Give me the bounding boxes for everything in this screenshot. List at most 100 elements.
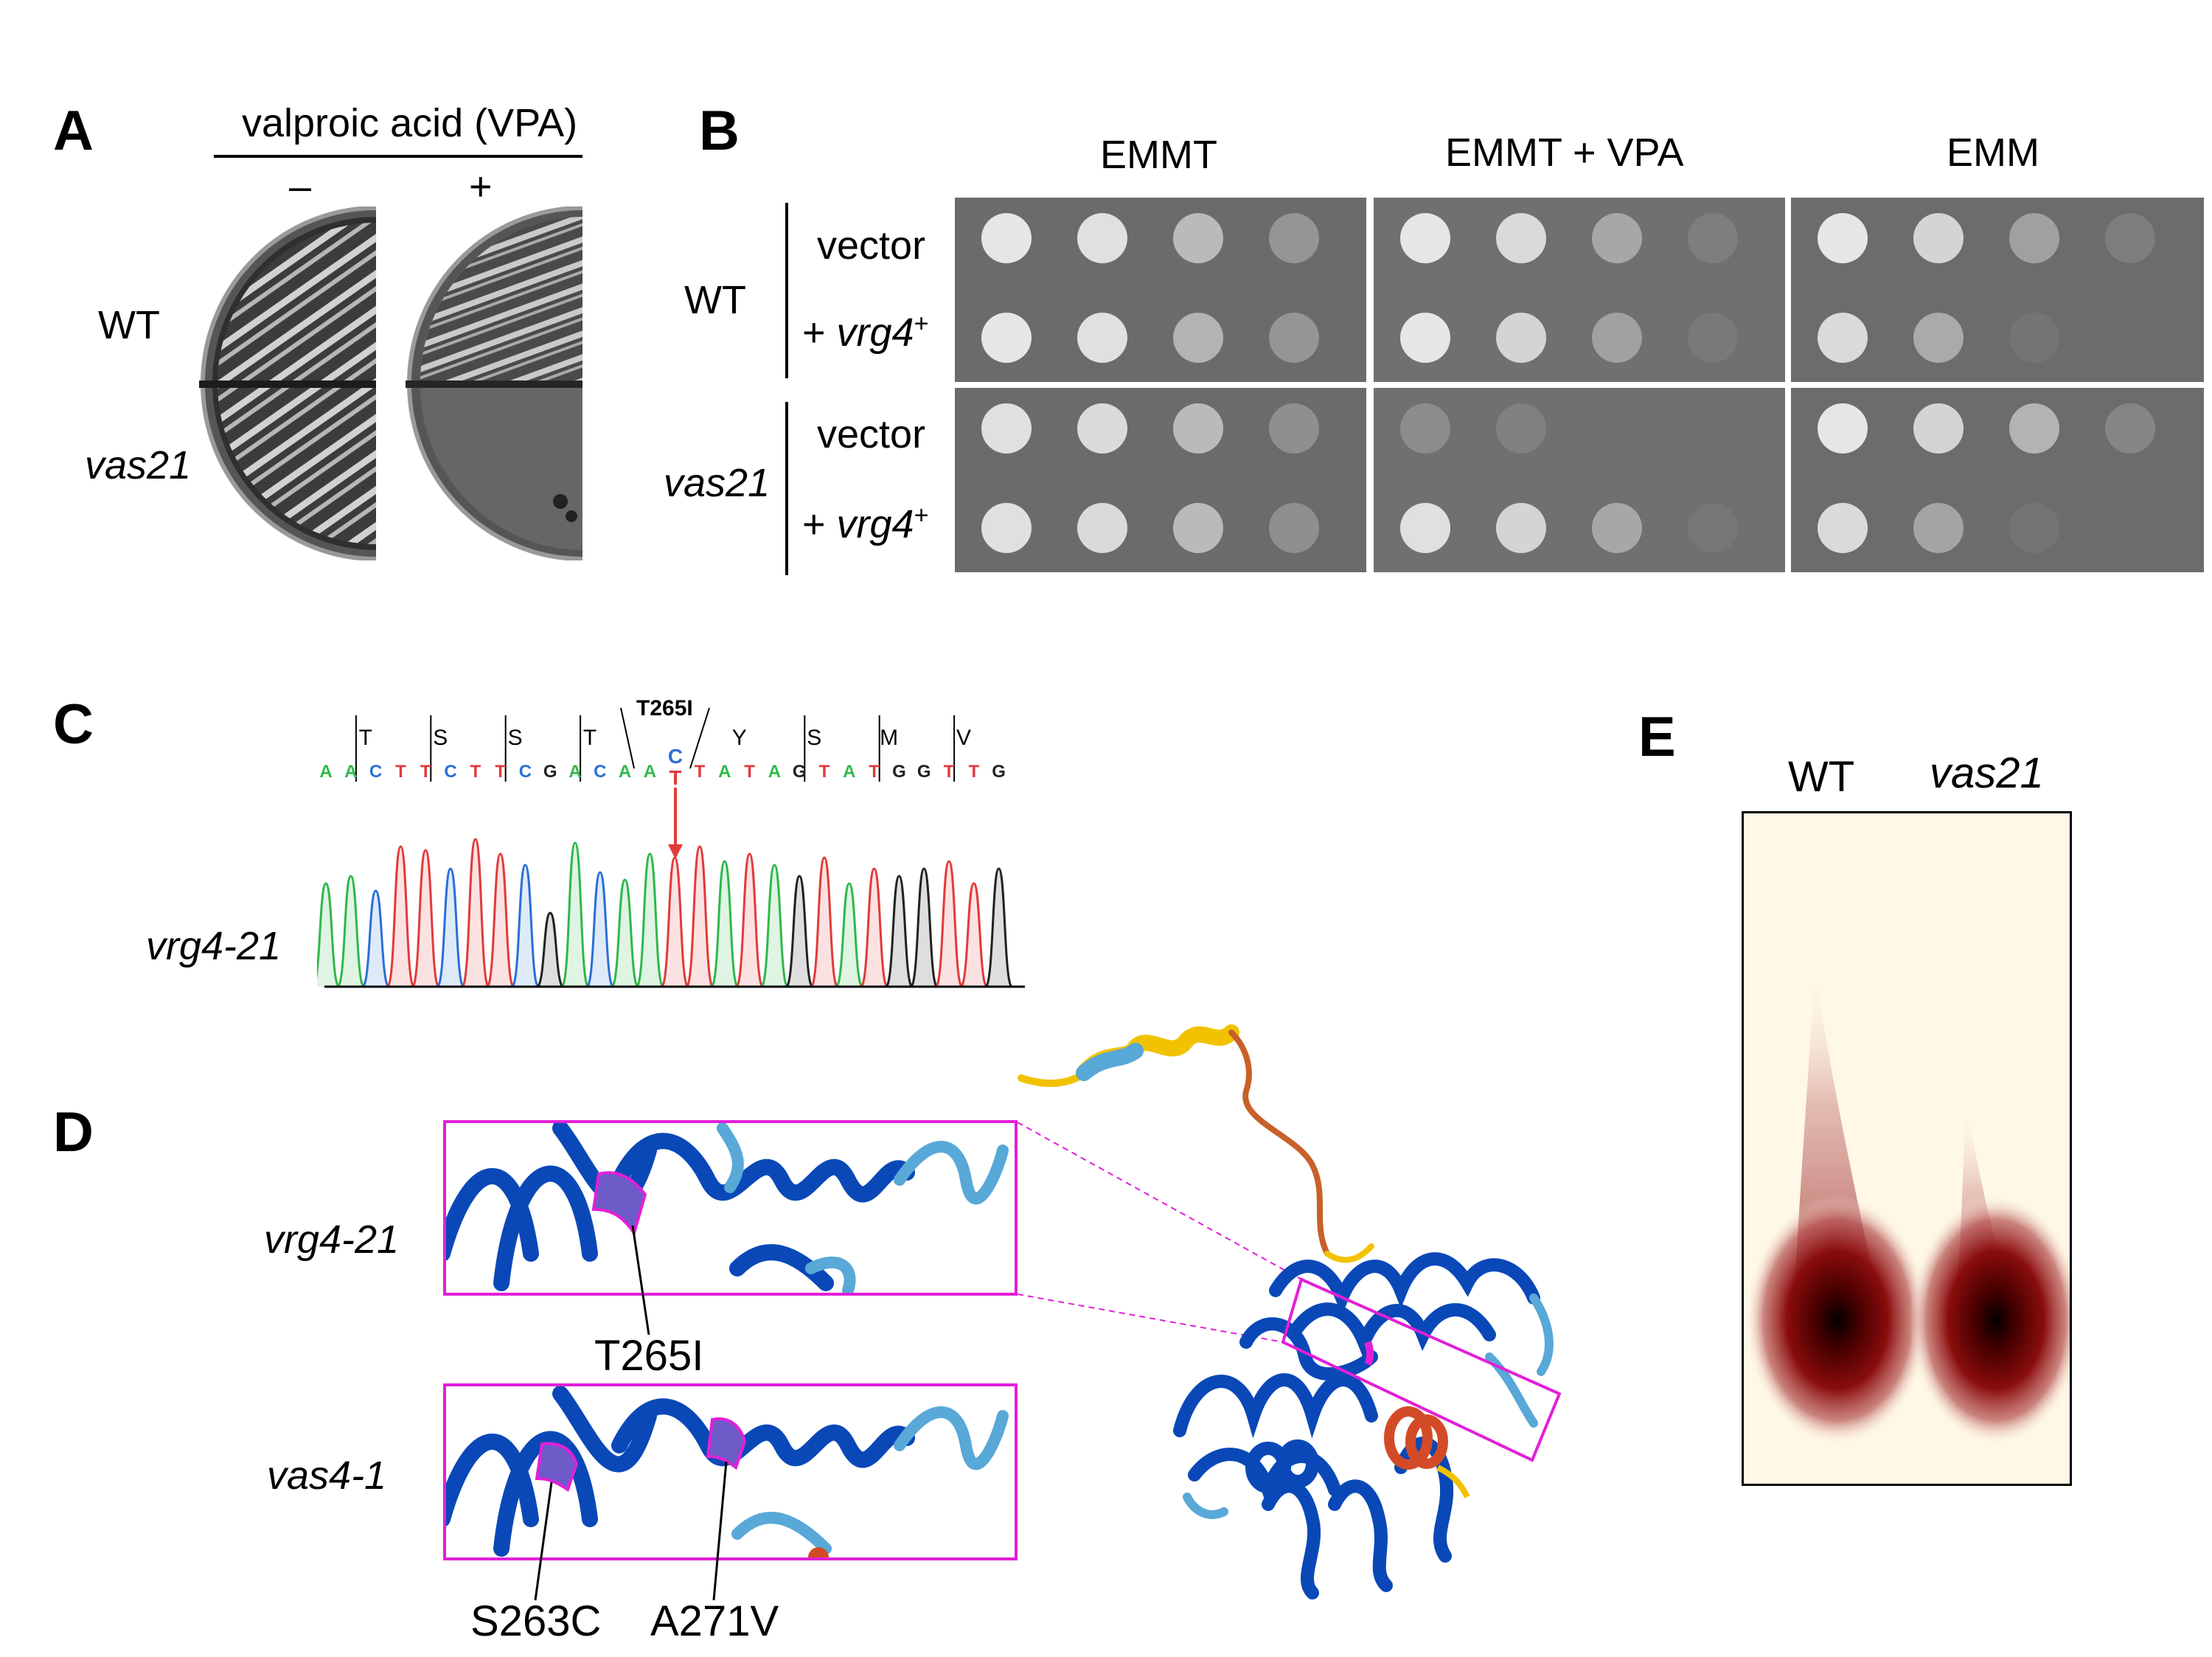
chromatogram-strain-label: vrg4-21 — [146, 924, 282, 968]
amino-acid: T — [583, 726, 597, 750]
yeast-spot — [1913, 213, 1964, 263]
yeast-spot — [1496, 403, 1546, 454]
amino-acid: T — [359, 726, 372, 750]
yeast-spot — [1077, 313, 1127, 363]
trace-peak — [560, 841, 590, 988]
trace-peak — [810, 856, 839, 988]
yeast-spot — [1077, 503, 1127, 553]
dna-base: C — [594, 762, 606, 782]
wt-label: WT — [98, 303, 160, 347]
yeast-spot — [1496, 213, 1546, 263]
yeast-spot — [1913, 403, 1964, 454]
yeast-spot — [1269, 503, 1319, 553]
mut-base: T — [669, 766, 681, 789]
amino-acid: S — [807, 726, 821, 750]
dna-base: C — [369, 762, 382, 782]
yeast-spot — [1818, 313, 1868, 363]
trace-peak — [461, 838, 490, 988]
yeast-spot — [2105, 403, 2155, 454]
trace-peak — [635, 852, 664, 988]
lane-wt-label: WT — [1788, 753, 1855, 801]
dna-base: G — [917, 762, 931, 782]
dna-base: T — [395, 762, 406, 782]
yeast-spot — [1269, 313, 1319, 363]
trace-peak — [436, 867, 465, 988]
yeast-spot — [1496, 313, 1546, 363]
yeast-spot — [1688, 213, 1738, 263]
vpa-treatment-label: valproic acid (VPA) — [242, 101, 578, 145]
dna-base: G — [992, 762, 1006, 782]
trace-peak — [759, 864, 789, 988]
trace-peak — [959, 882, 989, 988]
mutation-s263c: S263C — [470, 1597, 602, 1645]
yeast-spot — [981, 313, 1032, 363]
trace-peak — [611, 878, 640, 988]
dna-base: A — [319, 762, 332, 782]
plate-images — [199, 206, 582, 560]
amino-acid: V — [956, 726, 971, 750]
dna-base: C — [444, 762, 456, 782]
strain-vas21: vas21 — [664, 461, 771, 505]
yeast-spot — [1400, 313, 1450, 363]
yeast-spot — [1913, 313, 1964, 363]
wt-bracket — [785, 203, 788, 378]
trace-peak — [984, 867, 1014, 988]
yeast-spot — [1173, 313, 1223, 363]
dna-base: T — [968, 762, 979, 782]
trace-peak — [535, 911, 565, 988]
yeast-spot — [981, 503, 1032, 553]
dna-base: A — [619, 762, 631, 782]
dna-base: T — [944, 762, 955, 782]
yeast-spot — [2009, 503, 2059, 553]
dna-base: A — [843, 762, 855, 782]
dna-base: A — [644, 762, 656, 782]
dna-base: A — [568, 762, 581, 782]
trace-peak — [909, 867, 939, 988]
yeast-spot — [1688, 313, 1738, 363]
dna-base: C — [519, 762, 532, 782]
yeast-spot — [1913, 503, 1964, 553]
condition-emmt-vpa: EMMT + VPA — [1445, 131, 1684, 175]
dna-base: G — [892, 762, 906, 782]
yeast-spot — [2009, 403, 2059, 454]
structure-row-vrg4-21: vrg4-21 — [264, 1217, 400, 1262]
panel-label-a: A — [53, 100, 94, 162]
yeast-spot — [1592, 213, 1642, 263]
yeast-spot — [981, 403, 1032, 454]
yeast-spot — [1173, 503, 1223, 553]
trace-peak — [486, 852, 515, 988]
mutation-a271v: A271V — [650, 1597, 779, 1645]
panel-label-b: B — [699, 100, 740, 162]
trace-peak — [860, 867, 889, 988]
row-vas21-vector: vector — [817, 412, 926, 456]
trace-peak — [660, 856, 689, 988]
mutation-t265i-label: T265I — [636, 696, 693, 720]
dna-base: T — [744, 762, 755, 782]
dna-base: T — [495, 762, 506, 782]
row-wt-vrg4: + vrg4+ — [802, 310, 929, 355]
yeast-spot — [1077, 403, 1127, 454]
amino-acid: M — [880, 726, 898, 750]
trace-peak — [685, 845, 714, 988]
vas21-label: vas21 — [85, 443, 192, 487]
yeast-spot — [2009, 313, 2059, 363]
yeast-spot — [2009, 213, 2059, 263]
trace-peak — [735, 852, 765, 988]
yeast-spot — [1269, 403, 1319, 454]
condition-emm: EMM — [1947, 131, 2039, 175]
yeast-spot — [1269, 213, 1319, 263]
trace-peak — [386, 845, 415, 988]
strain-wt: WT — [684, 278, 746, 322]
yeast-spot — [1592, 503, 1642, 553]
wt-base: C — [668, 745, 683, 768]
yeast-spot — [1818, 213, 1868, 263]
yeast-spot — [1173, 213, 1223, 263]
panel-label-d: D — [53, 1101, 94, 1164]
trace-peak — [710, 860, 740, 988]
panel-label-c: C — [53, 693, 94, 756]
amino-acid: Y — [732, 726, 747, 750]
dna-base: A — [718, 762, 731, 782]
dna-base: T — [695, 762, 706, 782]
amino-acid: S — [433, 726, 448, 750]
